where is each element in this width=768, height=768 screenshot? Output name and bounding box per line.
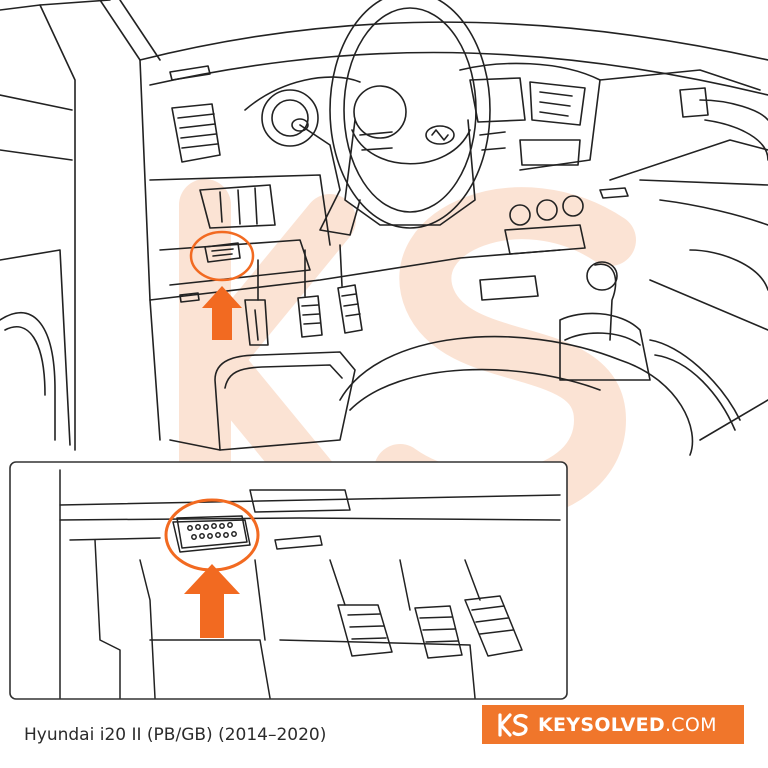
obd-pointer-arrow [184, 564, 240, 638]
detail-inset [9, 461, 568, 700]
car-interior-drawing [0, 0, 768, 456]
obd-highlight-upper [189, 230, 255, 340]
brand-badge: KEYSOLVED.COM [482, 705, 744, 744]
vehicle-model-caption: Hyundai i20 II (PB/GB) (2014–2020) [24, 725, 327, 745]
brand-name-text: KEYSOLVED [538, 713, 665, 736]
keysolved-logo-icon [498, 712, 528, 737]
brand-domain-text: .COM [664, 713, 717, 736]
brand-name: KEYSOLVED.COM [538, 714, 717, 736]
